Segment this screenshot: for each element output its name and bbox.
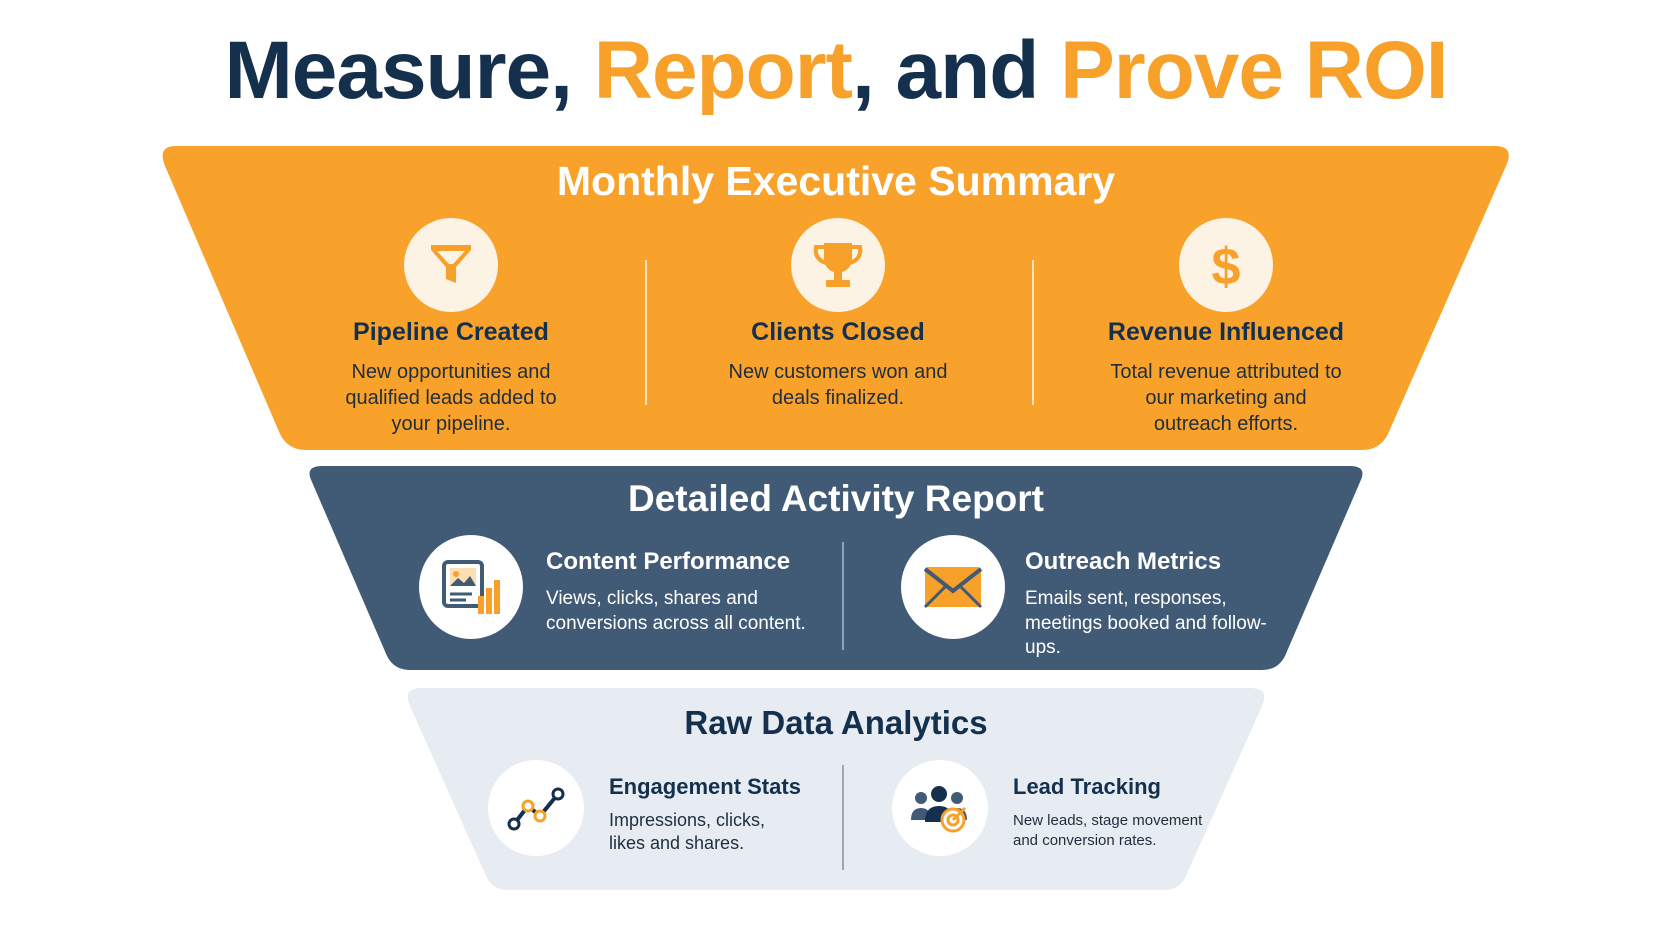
lead-tracking-title: Lead Tracking	[1013, 774, 1161, 799]
trend-line-icon	[488, 760, 584, 856]
activity-band	[309, 466, 1363, 670]
clients-closed-desc: New customers won and deals finalized.	[728, 361, 948, 409]
title-part-4: Prove ROI	[1060, 25, 1448, 116]
content-chart-icon	[419, 535, 523, 639]
dollar-icon: $	[1179, 218, 1273, 312]
title-part-2: Report	[593, 25, 853, 116]
content-performance-title: Content Performance	[546, 548, 791, 575]
engagement-stats-title: Engagement Stats	[609, 774, 801, 799]
lead-tracking-desc: New leads, stage movement and conversion…	[1013, 812, 1203, 849]
pipeline-created-desc: New opportunities and qualified leads ad…	[345, 361, 557, 435]
title-part-3: , and	[851, 25, 1061, 116]
clients-closed-title: Clients Closed	[751, 318, 925, 346]
content-performance-desc: Views, clicks, shares and conversions ac…	[546, 588, 806, 634]
summary-title: Monthly Executive Summary	[556, 158, 1116, 204]
title-part-1: Measure,	[224, 25, 594, 116]
envelope-icon	[901, 535, 1005, 639]
revenue-influenced-desc: Total revenue attributed to our marketin…	[1110, 361, 1342, 435]
trophy-icon	[791, 218, 885, 312]
pipeline-created-title: Pipeline Created	[353, 318, 549, 346]
activity-title: Detailed Activity Report	[628, 478, 1044, 519]
people-target-icon	[892, 760, 988, 856]
page-title: Measure, Report, and Prove ROI	[0, 22, 1672, 120]
raw-title: Raw Data Analytics	[684, 704, 988, 741]
outreach-metrics-title: Outreach Metrics	[1025, 548, 1222, 575]
revenue-influenced-title: Revenue Influenced	[1107, 318, 1345, 346]
engagement-stats-desc: Impressions, clicks, likes and shares.	[609, 810, 766, 854]
outreach-metrics-desc: Emails sent, responses, meetings booked …	[1025, 588, 1267, 659]
raw-band	[407, 688, 1265, 890]
svg-text:$: $	[1212, 238, 1241, 295]
funnel-icon	[404, 218, 498, 312]
